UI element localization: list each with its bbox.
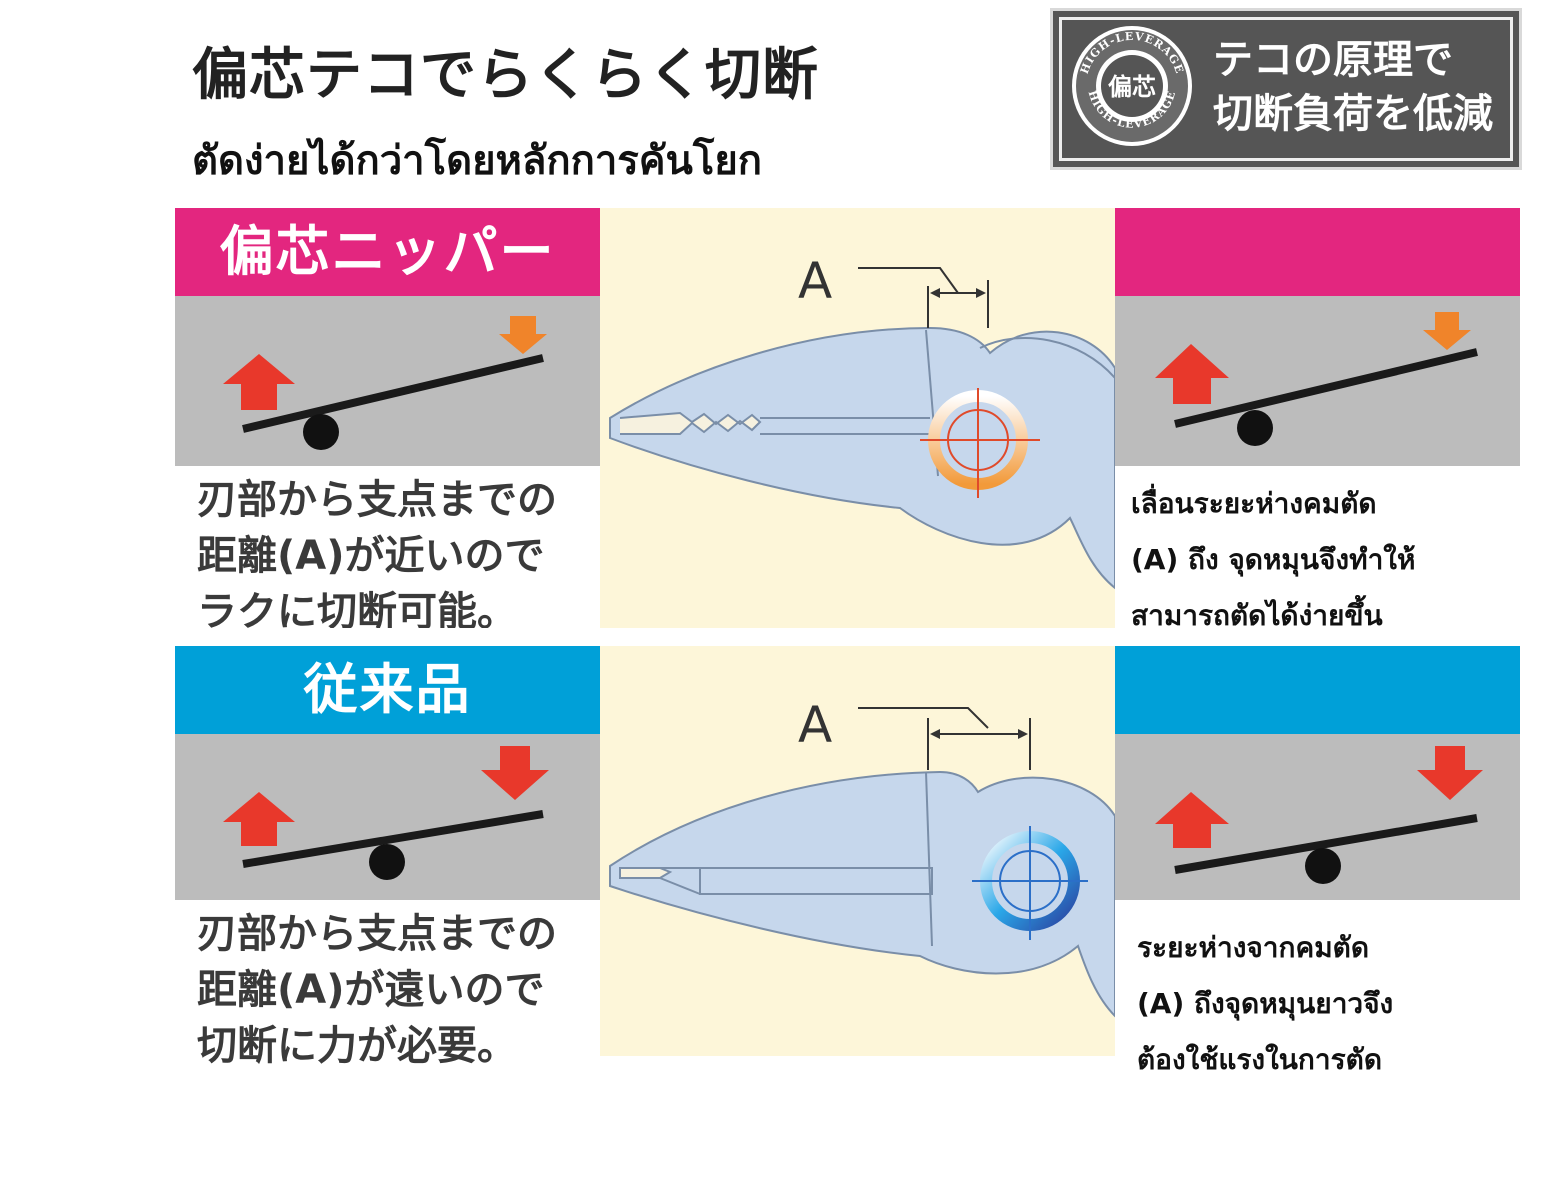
desc-line: 刃部から支点までの <box>197 477 557 523</box>
fulcrum-icon <box>1237 410 1273 446</box>
conventional-pliers-diagram: A <box>600 646 1115 1056</box>
lever-diagram <box>1155 746 1483 884</box>
conventional-header: 従来品 <box>175 646 600 734</box>
down-arrow-icon <box>499 316 547 354</box>
desc-line: 刃部から支点までの <box>197 911 557 957</box>
fulcrum-icon <box>369 844 405 880</box>
high-leverage-seal-icon: HIGH-LEVERAGE HIGH-LEVERAGE 偏芯 <box>1072 26 1192 146</box>
conventional-desc-jp: 刃部から支点までの 距離(A)が遠いので 切断に力が必要。 <box>175 900 600 1074</box>
eccentric-desc-jp: 刃部から支点までの 距離(A)が近いので ラクに切断可能。 <box>175 466 600 628</box>
lever-diagram <box>223 316 547 450</box>
up-arrow-icon <box>223 792 295 846</box>
lever-icon <box>242 354 544 433</box>
fulcrum-icon <box>303 414 339 450</box>
lever-diagram <box>223 746 549 880</box>
conventional-header-label: 従来品 <box>303 658 472 721</box>
seal-center-text: 偏芯 <box>1108 73 1156 101</box>
eccentric-left-panel: 偏芯ニッパー 刃部から支点までの 距離(A)が近いので ラクに切断可能。 <box>175 208 600 628</box>
desc-line: (A) ถึง จุดหมุนจึงทำให้ <box>1131 543 1416 576</box>
eccentric-header-label: 偏芯ニッパー <box>219 220 556 283</box>
eccentric-lever-box <box>175 296 600 466</box>
eccentric-lever-box-right <box>1115 296 1520 466</box>
conventional-right-panel: ระยะห่างจากคมตัด (A) ถึงจุดหมุนยาวจึง ต้… <box>1115 646 1520 1076</box>
desc-line: ต้องใช้แรงในการตัด <box>1137 1043 1382 1076</box>
conventional-lever-box <box>175 734 600 900</box>
conventional-left-panel: 従来品 刃部から支点までの 距離(A)が遠いので 切断に力が必要。 <box>175 646 600 1076</box>
pliers-icon: A <box>609 252 1115 590</box>
up-arrow-icon <box>1155 792 1229 848</box>
page-title-jp: 偏芯テコでらくらく切断 <box>192 43 819 108</box>
lever-icon <box>1174 814 1478 874</box>
distance-label: A <box>798 696 832 754</box>
desc-line: ラクに切断可能。 <box>197 589 517 628</box>
eccentric-right-panel: เลื่อนระยะห่างคมตัด (A) ถึง จุดหมุนจึงทำ… <box>1115 208 1520 628</box>
lever-diagram <box>1155 312 1478 446</box>
up-arrow-icon <box>223 354 295 410</box>
up-arrow-icon <box>1155 344 1229 404</box>
fulcrum-icon <box>1305 848 1341 884</box>
lever-icon <box>1174 348 1478 428</box>
desc-line: ระยะห่างจากคมตัด <box>1137 931 1370 964</box>
badge-line-2: 切断負荷を低減 <box>1213 91 1493 137</box>
badge-line-1: テコの原理で <box>1213 37 1453 83</box>
pliers-icon: A <box>609 696 1115 1018</box>
conventional-desc-th: ระยะห่างจากคมตัด (A) ถึงจุดหมุนยาวจึง ต้… <box>1115 900 1520 1076</box>
conventional-lever-box-right <box>1115 734 1520 900</box>
down-arrow-icon <box>1417 746 1483 800</box>
leverage-badge: HIGH-LEVERAGE HIGH-LEVERAGE 偏芯 テコの原理で 切断… <box>1050 8 1522 170</box>
desc-line: 距離(A)が遠いので <box>197 967 545 1013</box>
desc-line: (A) ถึงจุดหมุนยาวจึง <box>1137 987 1394 1020</box>
page-title-th: ตัดง่ายได้กว่าโดยหลักการคันโยก <box>192 138 763 184</box>
eccentric-pliers-diagram: A <box>600 208 1115 628</box>
down-arrow-icon <box>1423 312 1471 350</box>
lever-icon <box>242 810 544 868</box>
desc-line: 距離(A)が近いので <box>197 533 545 579</box>
desc-line: สามารถตัดได้ง่ายขึ้น <box>1131 599 1383 628</box>
eccentric-header: 偏芯ニッパー <box>175 208 600 296</box>
eccentric-header-right <box>1115 208 1520 296</box>
distance-label: A <box>798 252 832 310</box>
desc-line: 切断に力が必要。 <box>197 1023 517 1069</box>
conventional-header-right <box>1115 646 1520 734</box>
badge-frame <box>1059 17 1513 161</box>
desc-line: เลื่อนระยะห่างคมตัด <box>1131 487 1377 520</box>
badge-text: テコの原理で 切断負荷を低減 <box>1213 33 1493 141</box>
eccentric-desc-th: เลื่อนระยะห่างคมตัด (A) ถึง จุดหมุนจึงทำ… <box>1115 466 1520 628</box>
down-arrow-icon <box>481 746 549 800</box>
